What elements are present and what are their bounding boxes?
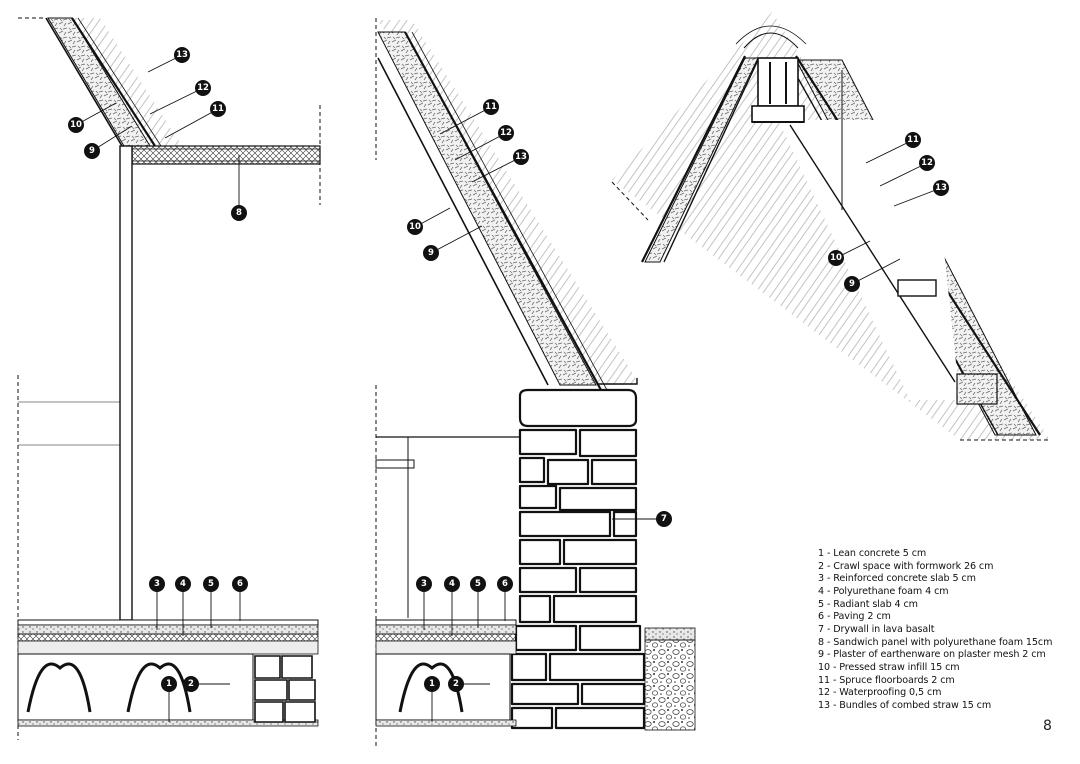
svg-text:8: 8	[236, 208, 242, 218]
callout-6-left: 6	[232, 576, 248, 592]
callout-5-left: 5	[203, 576, 219, 592]
svg-text:5: 5	[208, 579, 214, 589]
svg-text:13: 13	[515, 152, 527, 162]
callout-1-left: 1	[161, 676, 177, 692]
svg-text:4: 4	[180, 579, 186, 589]
svg-text:9: 9	[428, 248, 434, 258]
svg-text:6: 6	[502, 579, 508, 589]
callout-10-left: 10	[68, 117, 84, 133]
svg-text:10: 10	[409, 222, 421, 232]
callout-1-middle: 1	[424, 676, 440, 692]
callout-12-right: 12	[919, 155, 935, 171]
legend-item: 7 - Drywall in lava basalt	[818, 623, 935, 635]
callout-8-left: 8	[231, 205, 247, 221]
svg-text:11: 11	[485, 102, 497, 112]
callout-12-left: 12	[195, 80, 211, 96]
svg-text:7: 7	[661, 514, 667, 524]
legend-item: 11 - Spruce floorboards 2 cm	[818, 674, 955, 686]
legend-item: 3 - Reinforced concrete slab 5 cm	[818, 573, 976, 585]
callout-4-middle: 4	[444, 576, 460, 592]
legend-item: 6 - Paving 2 cm	[818, 611, 891, 623]
svg-text:6: 6	[237, 579, 243, 589]
callout-12-middle: 12	[498, 125, 514, 141]
callout-9-left: 9	[84, 143, 100, 159]
legend-item: 5 - Radiant slab 4 cm	[818, 598, 918, 610]
svg-text:4: 4	[449, 579, 455, 589]
svg-text:13: 13	[176, 50, 188, 60]
legend-item: 4 - Polyurethane foam 4 cm	[818, 585, 949, 597]
svg-text:3: 3	[421, 579, 427, 589]
svg-text:12: 12	[921, 158, 933, 168]
materials-legend: 1 - Lean concrete 5 cm 2 - Crawl space w…	[818, 548, 1073, 713]
legend-item: 8 - Sandwich panel with polyurethane foa…	[818, 636, 1053, 648]
legend-item: 9 - Plaster of earthenware on plaster me…	[818, 649, 1046, 661]
callout-2-middle: 2	[448, 676, 464, 692]
callout-11-left: 11	[210, 101, 226, 117]
svg-text:11: 11	[907, 135, 919, 145]
callout-3-left: 3	[149, 576, 165, 592]
svg-text:13: 13	[935, 183, 947, 193]
callout-5-middle: 5	[470, 576, 486, 592]
svg-text:12: 12	[500, 128, 512, 138]
callout-2-left: 2	[183, 676, 199, 692]
svg-text:11: 11	[212, 104, 224, 114]
callout-13-middle: 13	[513, 149, 529, 165]
callout-6-middle: 6	[497, 576, 513, 592]
page-number: 8	[1043, 718, 1052, 734]
svg-text:12: 12	[197, 83, 209, 93]
legend-item: 10 - Pressed straw infill 15 cm	[818, 661, 960, 673]
svg-text:10: 10	[830, 253, 842, 263]
svg-text:2: 2	[188, 679, 194, 689]
callout-13-left: 13	[174, 47, 190, 63]
legend-item: 2 - Crawl space with formwork 26 cm	[818, 560, 994, 572]
legend-item: 1 - Lean concrete 5 cm	[818, 548, 927, 559]
detail-right	[611, 12, 1050, 441]
legend-item: 12 - Waterproofing 0,5 cm	[818, 687, 942, 699]
svg-text:1: 1	[166, 679, 172, 689]
callout-10-middle: 10	[407, 219, 423, 235]
callout-11-right: 11	[905, 132, 921, 148]
legend-item: 13 - Bundles of combed straw 15 cm	[818, 699, 992, 711]
callout-7-middle: 7	[656, 511, 672, 527]
svg-text:9: 9	[849, 279, 855, 289]
callout-9-right: 9	[844, 276, 860, 292]
svg-text:9: 9	[89, 146, 95, 156]
callout-4-left: 4	[175, 576, 191, 592]
callout-13-right: 13	[933, 180, 949, 196]
callout-10-right: 10	[828, 250, 844, 266]
callout-11-middle: 11	[483, 99, 499, 115]
svg-text:3: 3	[154, 579, 160, 589]
svg-text:5: 5	[475, 579, 481, 589]
detail-middle	[375, 18, 696, 748]
svg-text:2: 2	[453, 679, 459, 689]
callout-9-middle: 9	[423, 245, 439, 261]
svg-text:10: 10	[70, 120, 82, 130]
svg-text:1: 1	[429, 679, 435, 689]
detail-left	[17, 17, 321, 740]
callout-3-middle: 3	[416, 576, 432, 592]
